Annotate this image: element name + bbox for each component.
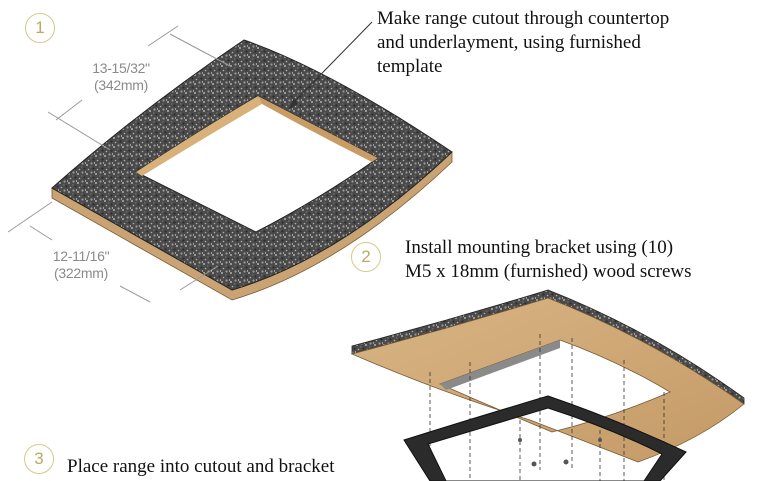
step-3-badge: 3	[24, 444, 54, 474]
step-1-line-2: and underlayment, using furnished	[377, 32, 641, 53]
step1-countertop	[51, 39, 453, 301]
step-3-instructions: Place range into cutout and bracket	[67, 455, 334, 479]
step-1-instructions: Make range cutout through countertop and…	[377, 7, 669, 79]
width-imperial: 12-11/16"	[52, 248, 110, 264]
step-1-line-3: template	[377, 56, 443, 77]
width-metric: (322mm)	[54, 265, 108, 281]
step-1-badge: 1	[25, 13, 55, 43]
step-1-line-1: Make range cutout through countertop	[377, 8, 670, 29]
depth-metric: (342mm)	[94, 77, 148, 93]
width-dimension-lines	[7, 201, 219, 303]
step-2-badge: 2	[351, 242, 381, 272]
width-dimension-label: 12-11/16" (322mm)	[36, 248, 126, 282]
step2-countertop-underside	[350, 289, 745, 463]
step-2-instructions: Install mounting bracket using (10) M5 x…	[405, 236, 692, 284]
step1-leader-line	[291, 21, 373, 105]
step2-mounting-bracket	[403, 395, 687, 481]
step-2-line-2: M5 x 18mm (furnished) wood screws	[405, 261, 692, 282]
step-2-line-1: Install mounting bracket using (10)	[405, 237, 674, 258]
depth-imperial: 13-15/32"	[92, 60, 150, 76]
step-3-line-1: Place range into cutout and bracket	[67, 456, 335, 477]
depth-dimension-lines	[47, 25, 231, 151]
step2-screws	[518, 438, 602, 467]
step1-cutout-wood	[136, 96, 262, 176]
depth-dimension-label: 13-15/32" (342mm)	[76, 60, 166, 94]
